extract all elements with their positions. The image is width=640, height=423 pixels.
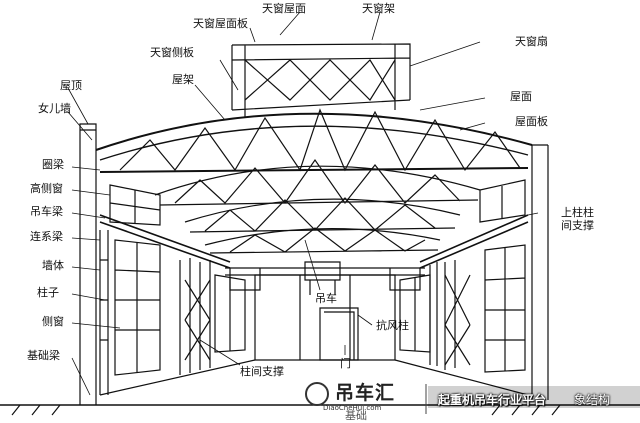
label-wind-column: 抗风柱: [376, 319, 409, 332]
skylight-frame: [231, 43, 411, 110]
watermark-band: [425, 384, 640, 414]
label-column: 柱子: [37, 286, 59, 299]
back-wall-windows-left: [214, 274, 246, 353]
watermark-brand: 吊车汇: [335, 382, 396, 404]
back-truss-1: [154, 158, 481, 206]
label-side-window: 侧窗: [42, 315, 64, 328]
back-truss-2: [184, 197, 461, 233]
label-skylight-roof-surface: 天窗屋面: [262, 2, 306, 15]
label-tie-beam: 连系梁: [30, 230, 63, 243]
back-truss-3: [204, 227, 441, 254]
skylight-web: [244, 59, 396, 101]
label-parapet: 女儿墙: [38, 102, 71, 115]
label-foundation-cut: 基础: [345, 409, 367, 422]
back-wall-windows-right: [399, 274, 431, 353]
main-truss-web: [119, 108, 521, 172]
label-roof-surface: 屋面: [510, 90, 532, 103]
watermark-site: DiaoCheHui.com: [323, 404, 382, 412]
main-truss-bottom-chord: [99, 167, 529, 173]
label-skylight-side-panel: 天窗侧板: [150, 46, 194, 59]
label-upper-column-bracing-line1: 上柱柱: [561, 206, 594, 219]
label-high-side-window: 高侧窗: [30, 182, 63, 195]
foundation-hatch: [11, 404, 561, 416]
label-skylight-roof-panel: 天窗屋面板: [193, 17, 248, 30]
leader-lines: [67, 11, 539, 396]
label-upper-column-bracing: 上柱柱 间支撑: [561, 206, 594, 232]
main-truss-top-chord: [95, 112, 533, 151]
left-side-window: [114, 239, 161, 376]
label-ring-beam: 圈梁: [42, 158, 64, 171]
left-column-bracing: [184, 279, 211, 361]
left-wall-windows: [99, 230, 109, 395]
right-side-window: [484, 244, 526, 373]
label-wall: 墙体: [42, 259, 64, 272]
right-crane-beam: [419, 214, 529, 269]
label-column-bracing: 柱间支撑: [240, 365, 284, 378]
label-door: 门: [340, 357, 351, 370]
label-roof-top: 屋顶: [60, 79, 82, 92]
label-crane-beam: 吊车梁: [30, 205, 63, 218]
label-skylight-frame: 天窗架: [362, 2, 395, 15]
skylight-side-panel: [231, 99, 411, 118]
crane-trolley: [304, 261, 341, 295]
left-column: [79, 129, 97, 405]
inner-right-column: [429, 260, 456, 370]
left-high-side-window: [109, 184, 161, 226]
label-foundation-beam: 基础梁: [27, 349, 60, 362]
right-high-side-window: [479, 179, 526, 223]
door: [319, 307, 359, 361]
wind-column: [299, 275, 351, 360]
label-roof-panel: 屋面板: [515, 115, 548, 128]
label-skylight-sash: 天窗扇: [515, 35, 548, 48]
label-crane: 吊车: [315, 292, 337, 305]
watermark-author: 象结构: [574, 393, 611, 407]
label-roof-truss: 屋架: [172, 73, 194, 86]
watermark-slogan: 起重机吊车行业平台: [438, 393, 547, 407]
back-end-wall: [254, 274, 396, 361]
label-upper-column-bracing-line2: 间支撑: [561, 219, 594, 233]
left-crane-beam: [99, 214, 231, 269]
inner-left-column: [179, 258, 211, 375]
floor-right: [394, 359, 529, 396]
right-column-bracing: [444, 274, 471, 366]
floor-left: [99, 359, 256, 396]
right-column: [531, 144, 549, 400]
brand-logo-icon: [305, 382, 329, 406]
